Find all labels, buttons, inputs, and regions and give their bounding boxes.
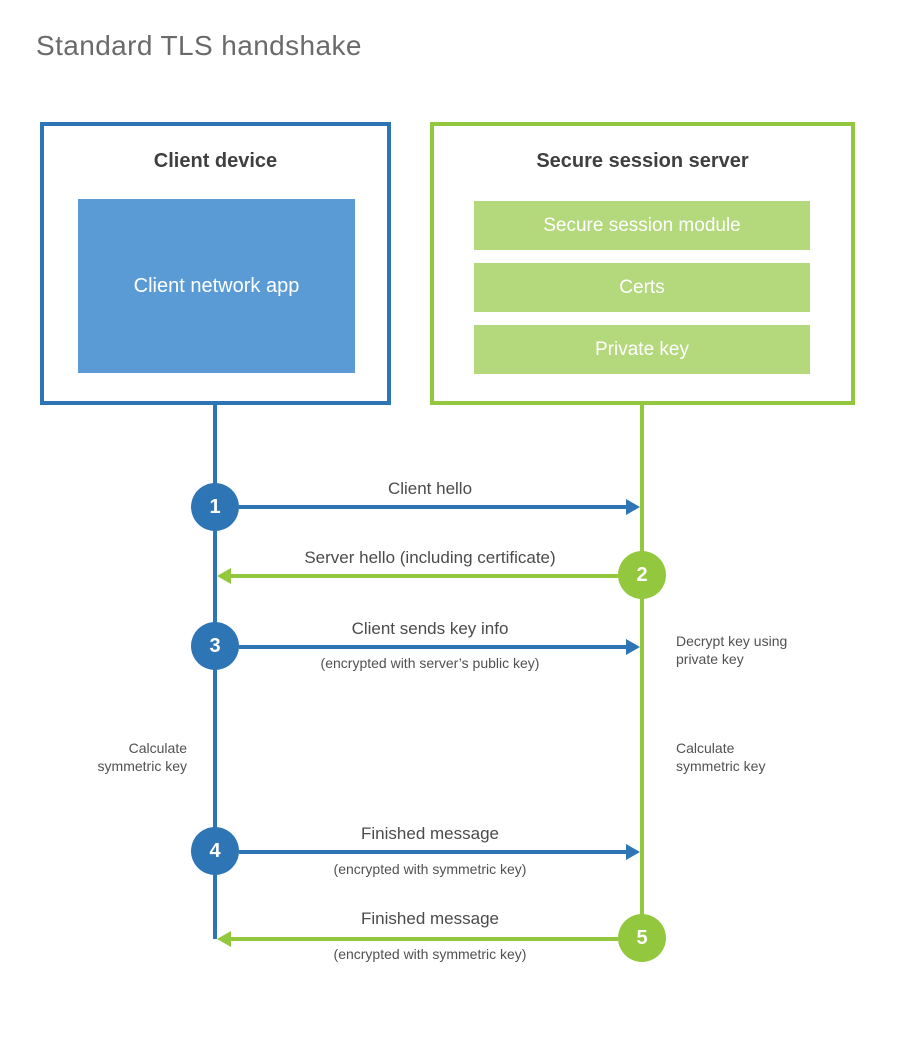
server-decrypt-note: Decrypt key using private key — [676, 633, 788, 668]
step-4-sublabel: (encrypted with symmetric key) — [333, 861, 527, 877]
arrow-step-3-client-to-server — [239, 639, 640, 655]
client-calculate-symmetric-key-note: Calculate symmetric key — [97, 740, 187, 775]
server-module-private-key: Private key — [474, 325, 810, 374]
client-device-title: Client device — [153, 150, 278, 172]
arrow-step-1-client-to-server — [239, 499, 640, 515]
secure-session-server-box: Secure session server Secure session mod… — [430, 122, 855, 405]
arrow-step-5-server-to-client — [217, 931, 618, 947]
arrow-step-4-client-to-server — [239, 844, 640, 860]
client-network-app-label: Client network app — [133, 275, 300, 297]
page-title: Standard TLS handshake — [36, 30, 362, 61]
step-1-label: Client hello — [387, 479, 473, 498]
secure-session-server-title: Secure session server — [536, 150, 749, 172]
server-module-secure-session: Secure session module — [474, 201, 810, 250]
arrow-step-2-server-to-client — [217, 568, 618, 584]
step-4-badge: 4 — [191, 827, 239, 875]
step-5-badge: 5 — [618, 914, 666, 962]
client-lifeline — [213, 405, 217, 939]
server-lifeline — [640, 405, 644, 939]
step-3-badge: 3 — [191, 622, 239, 670]
step-5-sublabel: (encrypted with symmetric key) — [333, 946, 527, 962]
client-device-box: Client device Client network app — [40, 122, 391, 405]
server-calculate-symmetric-key-note: Calculate symmetric key — [676, 740, 766, 775]
step-3-label: Client sends key info — [351, 619, 509, 638]
client-network-app-box: Client network app — [78, 199, 355, 373]
step-4-label: Finished message — [361, 824, 499, 843]
server-module-certs: Certs — [474, 263, 810, 312]
step-1-badge: 1 — [191, 483, 239, 531]
step-3-sublabel: (encrypted with server’s public key) — [320, 655, 540, 671]
step-5-label: Finished message — [361, 909, 499, 928]
step-2-badge: 2 — [618, 551, 666, 599]
step-2-label: Server hello (including certificate) — [304, 548, 556, 567]
